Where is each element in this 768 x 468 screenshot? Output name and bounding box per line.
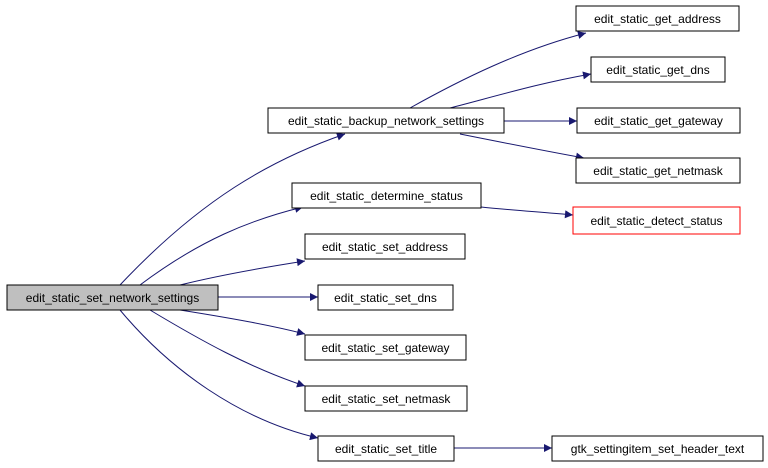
edge-backup-get-dns xyxy=(449,71,592,109)
node-label-set-dns: edit_static_set_dns xyxy=(334,291,437,305)
node-label-set-gateway: edit_static_set_gateway xyxy=(321,341,449,355)
edge-root-backup xyxy=(119,132,346,286)
node-get-address[interactable]: edit_static_get_address xyxy=(575,5,740,32)
node-detect-status[interactable]: edit_static_detect_status xyxy=(572,206,741,235)
edge-root-set-gateway xyxy=(179,309,306,336)
node-set-gateway[interactable]: edit_static_set_gateway xyxy=(304,334,467,361)
node-label-set-title: edit_static_set_title xyxy=(335,442,437,456)
edge-backup-get-address xyxy=(409,31,587,109)
edge-root-set-title xyxy=(119,309,319,441)
node-label-set-address: edit_static_set_address xyxy=(322,240,448,254)
node-label-get-netmask: edit_static_get_netmask xyxy=(593,164,723,178)
node-set-dns[interactable]: edit_static_set_dns xyxy=(317,284,454,311)
node-get-dns[interactable]: edit_static_get_dns xyxy=(590,56,726,83)
node-get-gateway[interactable]: edit_static_get_gateway xyxy=(576,107,741,134)
node-label-detect-status: edit_static_detect_status xyxy=(590,214,722,228)
node-label-root: edit_static_set_network_settings xyxy=(26,291,199,305)
node-label-determine: edit_static_determine_status xyxy=(310,189,463,203)
node-label-set-netmask: edit_static_set_netmask xyxy=(322,392,452,406)
edge-root-set-netmask xyxy=(149,309,306,388)
node-label-header-text: gtk_settingitem_set_header_text xyxy=(571,442,745,456)
node-label-backup: edit_static_backup_network_settings xyxy=(288,114,484,128)
node-determine-status[interactable]: edit_static_determine_status xyxy=(291,182,482,209)
node-get-netmask[interactable]: edit_static_get_netmask xyxy=(575,157,741,184)
edge-root-set-address xyxy=(179,258,306,286)
node-label-get-address: edit_static_get_address xyxy=(594,12,721,26)
node-label-get-gateway: edit_static_get_gateway xyxy=(594,114,723,128)
node-set-netmask[interactable]: edit_static_set_netmask xyxy=(304,385,468,412)
node-set-address[interactable]: edit_static_set_address xyxy=(304,233,466,260)
edge-backup-get-netmask xyxy=(459,133,585,161)
edge-determine-detect xyxy=(480,206,574,219)
node-set-title[interactable]: edit_static_set_title xyxy=(317,435,455,462)
node-backup-network-settings[interactable]: edit_static_backup_network_settings xyxy=(267,107,505,134)
edge-root-determine xyxy=(139,205,304,286)
node-header-text[interactable]: gtk_settingitem_set_header_text xyxy=(551,435,764,462)
node-label-get-dns: edit_static_get_dns xyxy=(606,63,709,77)
edges xyxy=(119,31,592,452)
node-root[interactable]: edit_static_set_network_settings xyxy=(6,284,219,311)
